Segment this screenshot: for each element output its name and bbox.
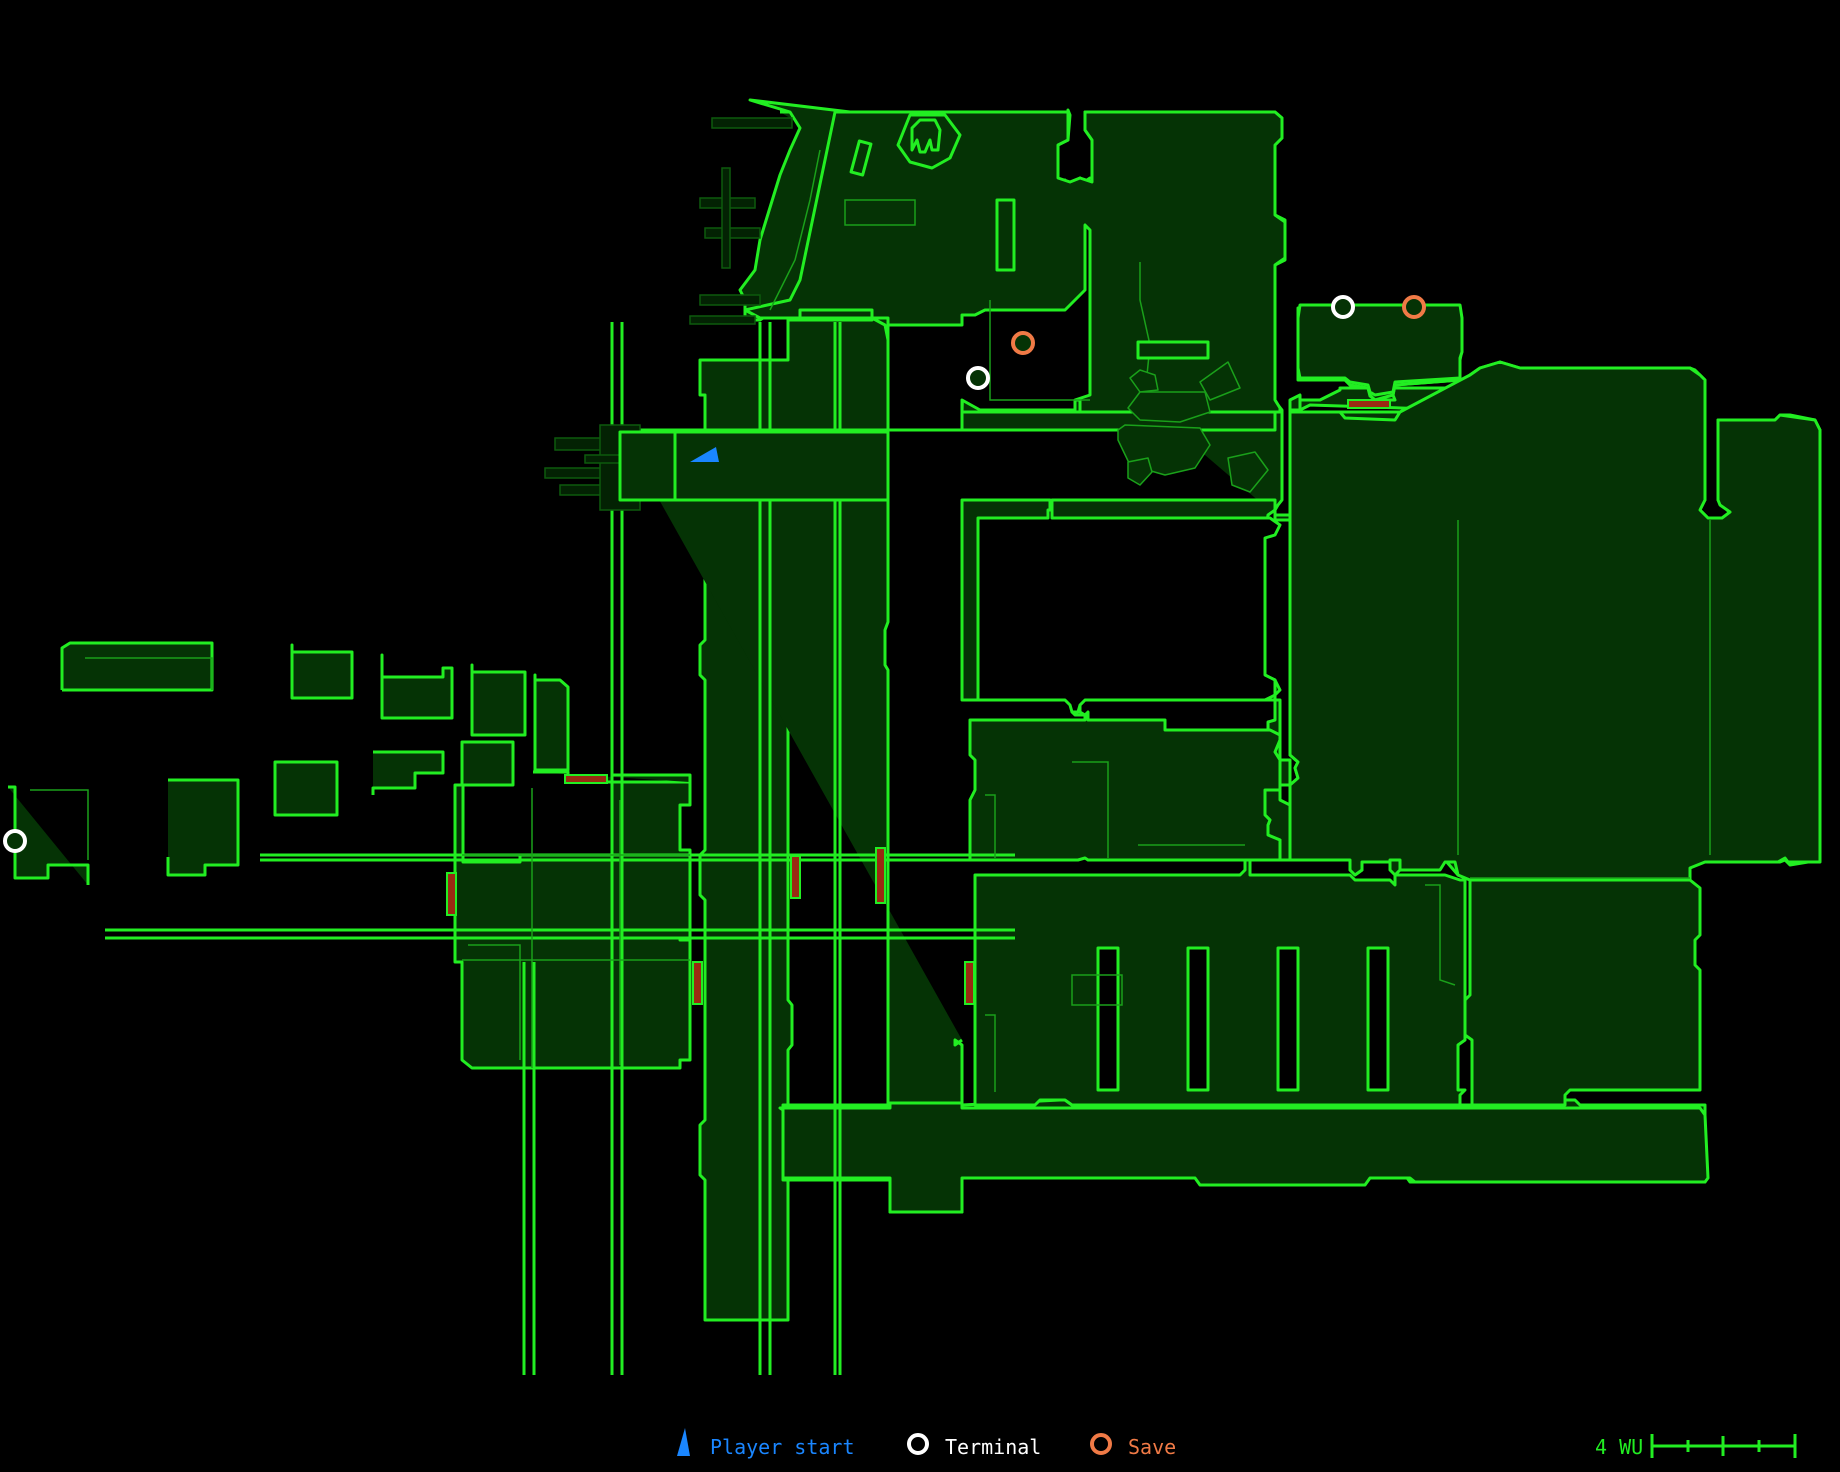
detail	[1139, 262, 1151, 396]
room	[273, 760, 339, 817]
void	[1276, 946, 1300, 1092]
doors	[446, 399, 1391, 1005]
west-buildings	[8, 641, 570, 885]
detail	[1071, 974, 1123, 1006]
north-fixtures	[849, 113, 1210, 360]
northeast-annex	[1296, 303, 1464, 397]
room	[1296, 303, 1464, 397]
save-ring-icon	[1090, 1433, 1112, 1455]
room	[470, 663, 527, 737]
detail	[985, 794, 996, 858]
terminal-ring-icon	[907, 1433, 929, 1455]
door	[446, 872, 457, 916]
corridor	[778, 1101, 1710, 1214]
edge-fragment	[711, 117, 793, 129]
detail	[985, 1014, 996, 1092]
room	[60, 641, 214, 692]
room	[380, 653, 454, 720]
scale-bar-label: 4 WU	[1595, 1435, 1643, 1459]
door	[964, 961, 975, 1005]
room	[968, 710, 1282, 862]
save-icon[interactable]	[1011, 331, 1035, 355]
fixture	[995, 198, 1016, 272]
room	[673, 430, 890, 502]
west-compound	[453, 770, 692, 1070]
room	[1288, 360, 1822, 882]
inner-voids	[886, 223, 1390, 1092]
room	[166, 778, 240, 877]
room	[533, 673, 570, 772]
edge-fragment	[704, 227, 761, 239]
rubble	[1117, 361, 1269, 493]
save-icon[interactable]	[1402, 295, 1426, 319]
room	[371, 750, 445, 795]
void	[886, 223, 1092, 432]
corridor	[698, 308, 890, 432]
room	[290, 643, 354, 700]
void	[1366, 946, 1390, 1092]
detail	[1072, 761, 1109, 858]
room	[973, 858, 1467, 1107]
void	[1096, 946, 1120, 1092]
rock	[1227, 451, 1269, 493]
rock	[1127, 391, 1211, 423]
detail	[989, 300, 1090, 401]
fixture	[910, 118, 942, 154]
room	[8, 785, 90, 885]
edge-fragment	[721, 167, 731, 269]
player-arrow-icon	[677, 1428, 690, 1456]
rock	[1129, 369, 1159, 393]
door	[875, 847, 886, 904]
edge-fragment	[699, 294, 761, 306]
scale-bar: 4 WU	[1595, 1434, 1797, 1459]
door	[790, 855, 801, 899]
legend-save-label: Save	[1128, 1435, 1176, 1459]
room	[453, 780, 692, 1070]
rock	[1199, 361, 1241, 401]
fixture	[1136, 340, 1210, 360]
south-corridor	[778, 1101, 1710, 1214]
fixture	[849, 139, 873, 177]
detail	[468, 944, 521, 1060]
door	[1347, 399, 1391, 409]
legend-terminal-label: Terminal	[945, 1435, 1041, 1459]
detail	[1425, 884, 1456, 986]
detail	[85, 657, 213, 690]
detail	[30, 789, 89, 860]
room	[460, 740, 515, 787]
detail	[844, 199, 916, 226]
door	[564, 774, 608, 784]
legend: Player start Terminal Save	[677, 1428, 1176, 1459]
void	[976, 508, 1282, 714]
terminal-icon[interactable]	[3, 829, 27, 853]
bay-rooms	[618, 430, 890, 502]
void	[1186, 946, 1210, 1092]
player-start-icon[interactable]	[690, 447, 719, 462]
room	[1463, 878, 1702, 1107]
markers	[3, 295, 1426, 853]
rock	[1127, 457, 1153, 486]
edge-fragment	[689, 315, 756, 325]
room	[618, 430, 677, 502]
terminal-icon[interactable]	[1331, 295, 1355, 319]
legend-player-label: Player start	[710, 1435, 855, 1459]
door	[692, 961, 703, 1005]
terminal-icon[interactable]	[966, 366, 990, 390]
detail	[769, 149, 821, 311]
detail-lines	[30, 149, 1711, 1092]
